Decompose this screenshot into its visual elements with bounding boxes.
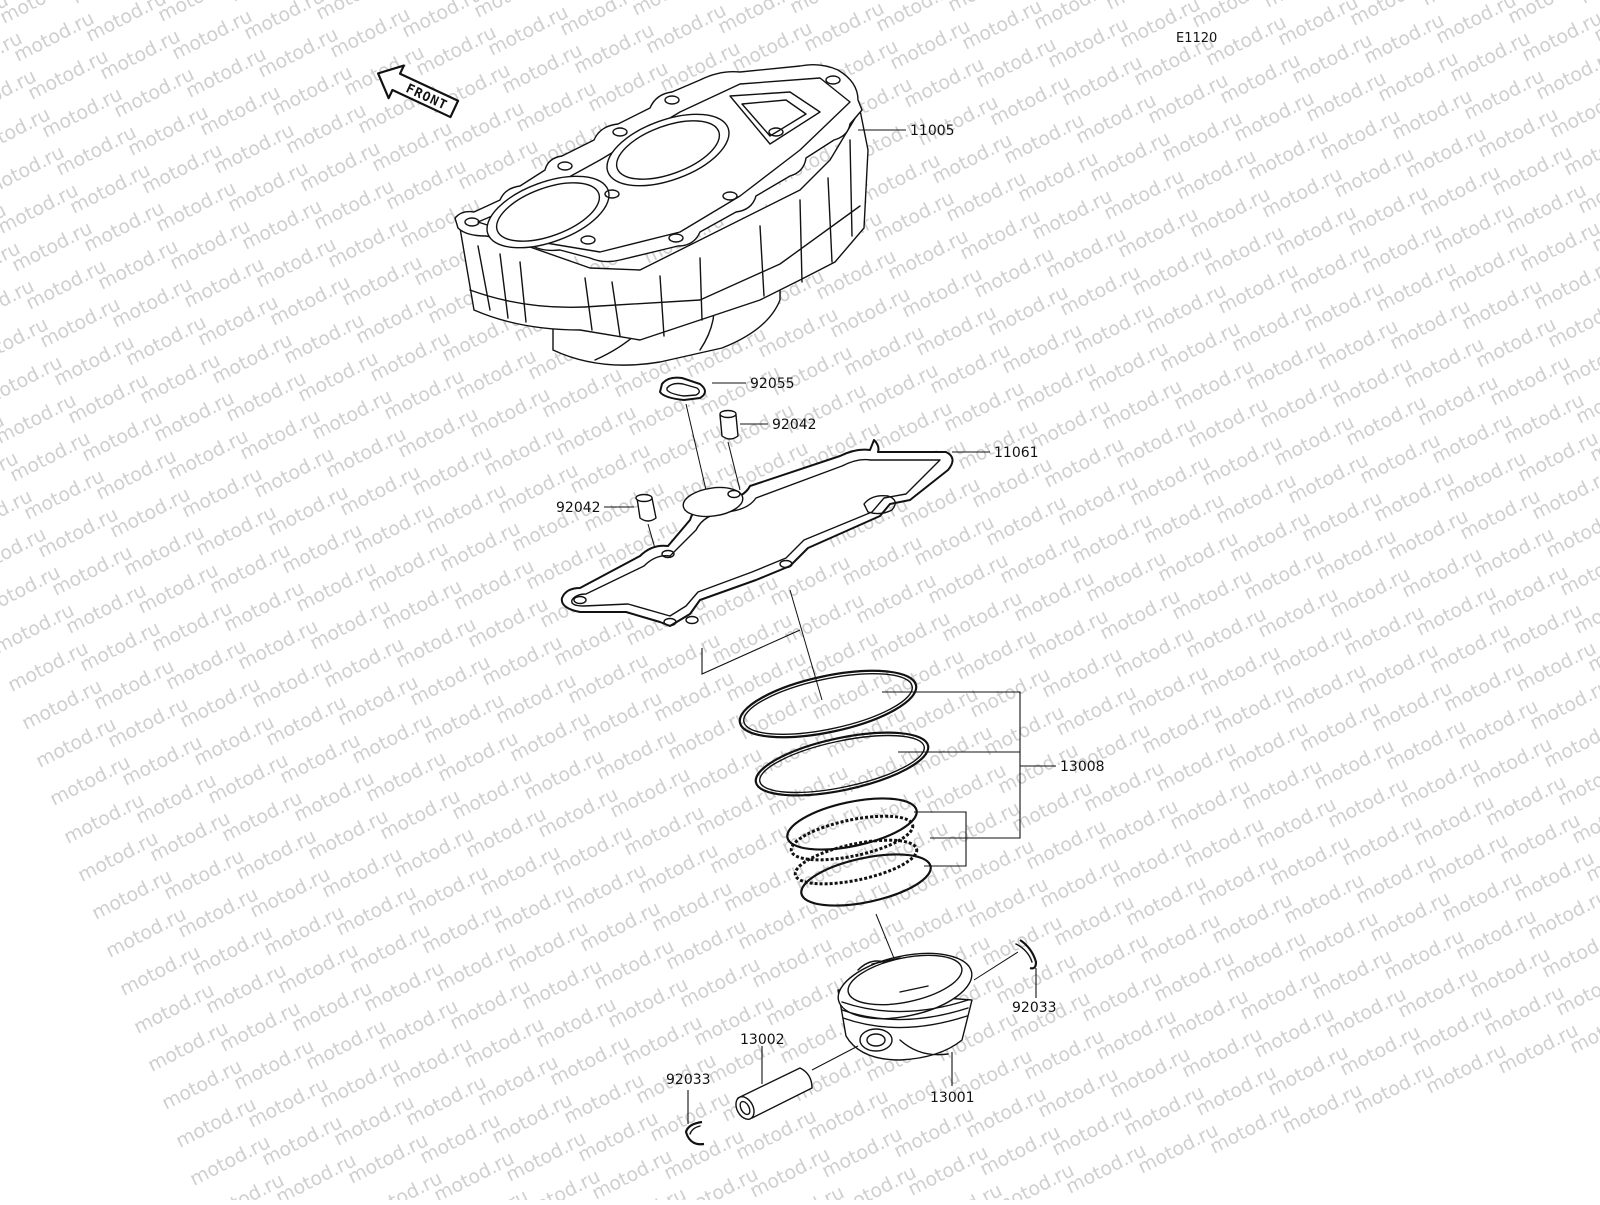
diagram-code: E1120 — [1176, 31, 1217, 46]
callout-dowel-pin-upper: 92042 — [772, 417, 817, 433]
callout-circlip-right: 92033 — [1012, 1000, 1057, 1016]
callout-piston-pin: 13002 — [740, 1032, 785, 1048]
callout-piston-ring-set: 13008 — [1060, 759, 1105, 775]
callout-piston: 13001 — [930, 1090, 975, 1106]
callout-dowel-pin-left: 92042 — [556, 500, 601, 516]
callout-circlip-left: 92033 — [666, 1072, 711, 1088]
callout-base-gasket: 11061 — [994, 445, 1039, 461]
o-ring[interactable] — [660, 378, 705, 400]
callout-o-ring: 92055 — [750, 376, 795, 392]
callout-cylinder: 11005 — [910, 123, 955, 139]
watermark-text: motod.ru — [1576, 0, 1600, 8]
dowel-pin-upper[interactable] — [720, 411, 738, 440]
